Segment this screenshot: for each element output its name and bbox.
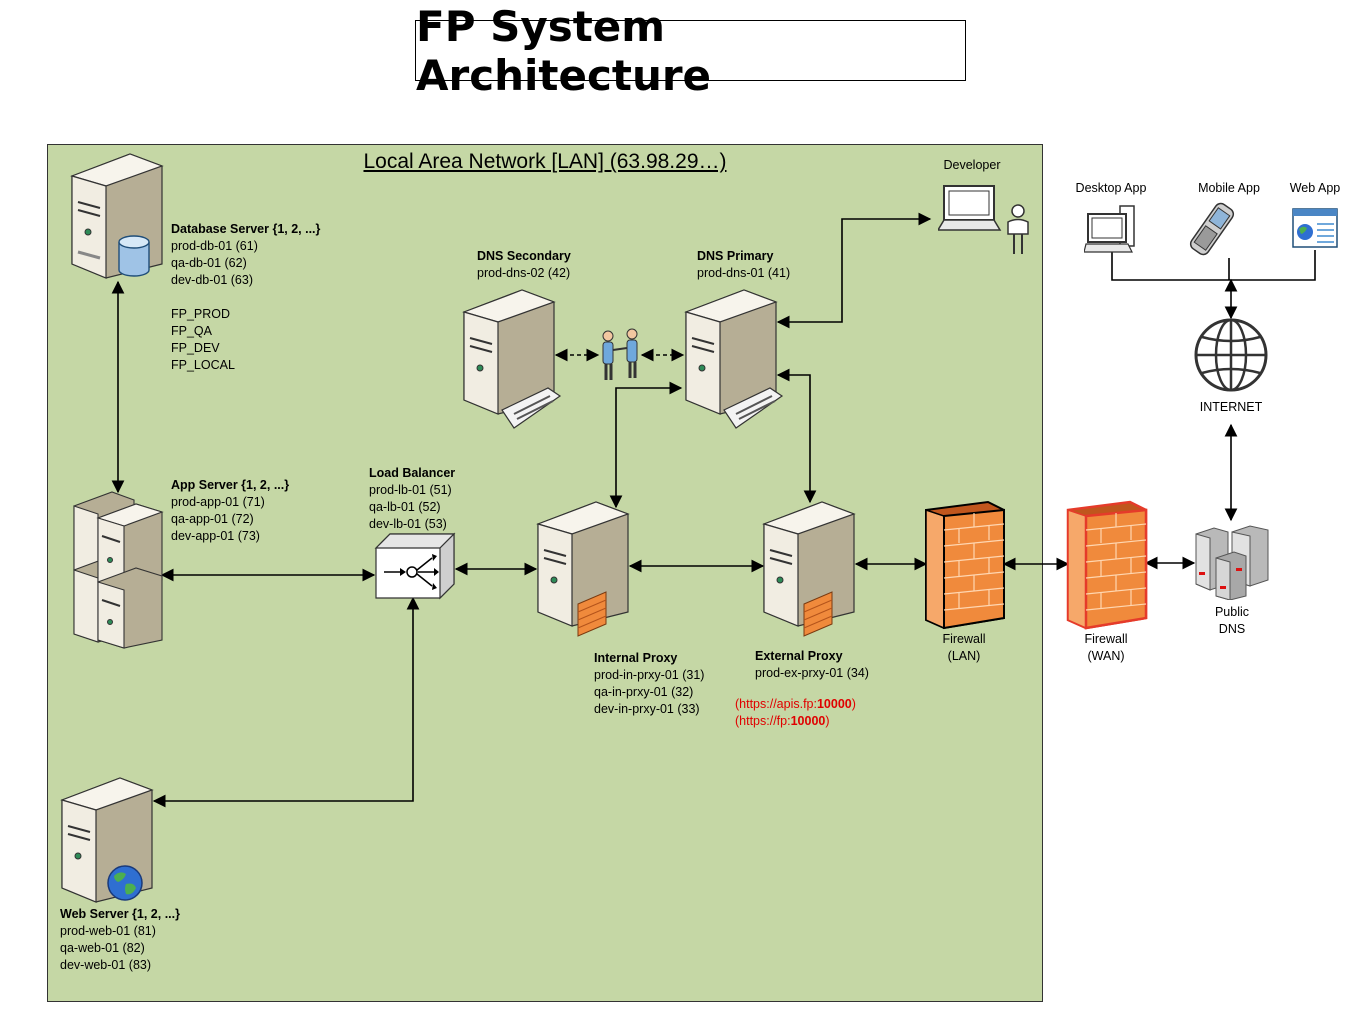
external-proxy-server-icon: [762, 500, 862, 640]
web-app-label: Web App: [1289, 181, 1341, 195]
host-line: prod-ex-prxy-01 (34): [755, 666, 869, 680]
host-line: qa-lb-01 (52): [369, 500, 441, 514]
load-balancer-label: Load Balancer prod-lb-01 (51) qa-lb-01 (…: [369, 465, 455, 533]
link-dnsprimary-developer: [776, 212, 932, 329]
developer-label: Developer: [943, 158, 1001, 172]
host-line: prod-dns-01 (41): [697, 266, 791, 280]
url-line: (https://fp:10000): [735, 714, 830, 728]
app-server-cluster-icon: [72, 490, 164, 650]
public-dns-icon: [1194, 524, 1272, 600]
host-line: qa-app-01 (72): [171, 512, 254, 526]
dns-primary-heading: DNS Primary: [697, 249, 774, 263]
host-line: dev-lb-01 (53): [369, 517, 447, 531]
firewall-lan-icon: [924, 500, 1006, 630]
internal-proxy-label: Internal Proxy prod-in-prxy-01 (31) qa-i…: [594, 650, 704, 718]
internet-globe-icon: [1193, 316, 1269, 394]
external-proxy-label: External Proxy prod-ex-prxy-01 (34): [755, 648, 869, 682]
host-line: dev-app-01 (73): [171, 529, 260, 543]
schema-line: FP_LOCAL: [171, 358, 235, 372]
internal-proxy-server-icon: [536, 500, 636, 640]
mobile-phone-icon: [1188, 200, 1236, 258]
host-line: dev-web-01 (83): [60, 958, 152, 972]
host-line: qa-db-01 (62): [171, 256, 247, 270]
mobile-app-label: Mobile App: [1198, 181, 1260, 195]
developer-laptop-icon: [938, 184, 1038, 256]
dns-primary-label: DNS Primary prod-dns-01 (41): [697, 248, 790, 282]
link-lb-web: [152, 596, 420, 808]
host-line: prod-lb-01 (51): [369, 483, 452, 497]
link-external-dnsprimary: [776, 368, 817, 504]
schema-line: FP_DEV: [171, 341, 220, 355]
host-line: prod-web-01 (81): [60, 924, 156, 938]
external-proxy-urls: (https://apis.fp:10000) (https://fp:1000…: [735, 696, 856, 730]
firewall-wan-label: Firewall (WAN): [1084, 632, 1128, 663]
dns-secondary-heading: DNS Secondary: [477, 249, 571, 263]
host-line: dev-in-prxy-01 (33): [594, 702, 700, 716]
link-internal-dnsprimary: [609, 381, 683, 509]
app-server-heading: App Server {1, 2, ...}: [171, 478, 290, 492]
host-line: qa-web-01 (82): [60, 941, 145, 955]
schema-line: FP_PROD: [171, 307, 231, 321]
internal-proxy-heading: Internal Proxy: [594, 651, 678, 665]
app-server-label: App Server {1, 2, ...} prod-app-01 (71) …: [171, 477, 289, 545]
firewall-wan-icon: [1066, 500, 1148, 630]
public-dns-label: Public DNS: [1214, 605, 1250, 636]
dns-primary-server-icon: [684, 288, 784, 432]
web-server-label: Web Server {1, 2, ...} prod-web-01 (81) …: [60, 906, 180, 974]
internet-label: INTERNET: [1199, 400, 1263, 414]
web-browser-icon: [1292, 208, 1340, 250]
handshake-icon: [598, 328, 642, 382]
globe-icon: [106, 864, 144, 902]
web-server-heading: Web Server {1, 2, ...}: [60, 907, 180, 921]
url-line: (https://apis.fp:10000): [735, 697, 856, 711]
desktop-app-label: Desktop App: [1075, 181, 1147, 195]
external-proxy-heading: External Proxy: [755, 649, 843, 663]
database-server-label: Database Server {1, 2, ...} prod-db-01 (…: [171, 221, 320, 374]
database-cylinder-icon: [117, 234, 151, 278]
host-line: qa-in-prxy-01 (32): [594, 685, 694, 699]
schema-line: FP_QA: [171, 324, 212, 338]
dns-secondary-label: DNS Secondary prod-dns-02 (42): [477, 248, 571, 282]
firewall-lan-label: Firewall (LAN): [942, 632, 986, 663]
host-line: prod-app-01 (71): [171, 495, 265, 509]
dns-secondary-server-icon: [462, 288, 562, 432]
load-balancer-icon: [374, 532, 456, 600]
host-line: dev-db-01 (63): [171, 273, 253, 287]
link-clients-bus: [1111, 250, 1316, 281]
load-balancer-heading: Load Balancer: [369, 466, 456, 480]
lan-title: Local Area Network [LAN] (63.98.29…): [363, 150, 727, 173]
desktop-computer-icon: [1084, 204, 1140, 254]
host-line: prod-dns-02 (42): [477, 266, 571, 280]
host-line: prod-in-prxy-01 (31): [594, 668, 705, 682]
host-line: prod-db-01 (61): [171, 239, 258, 253]
database-server-heading: Database Server {1, 2, ...}: [171, 222, 321, 236]
